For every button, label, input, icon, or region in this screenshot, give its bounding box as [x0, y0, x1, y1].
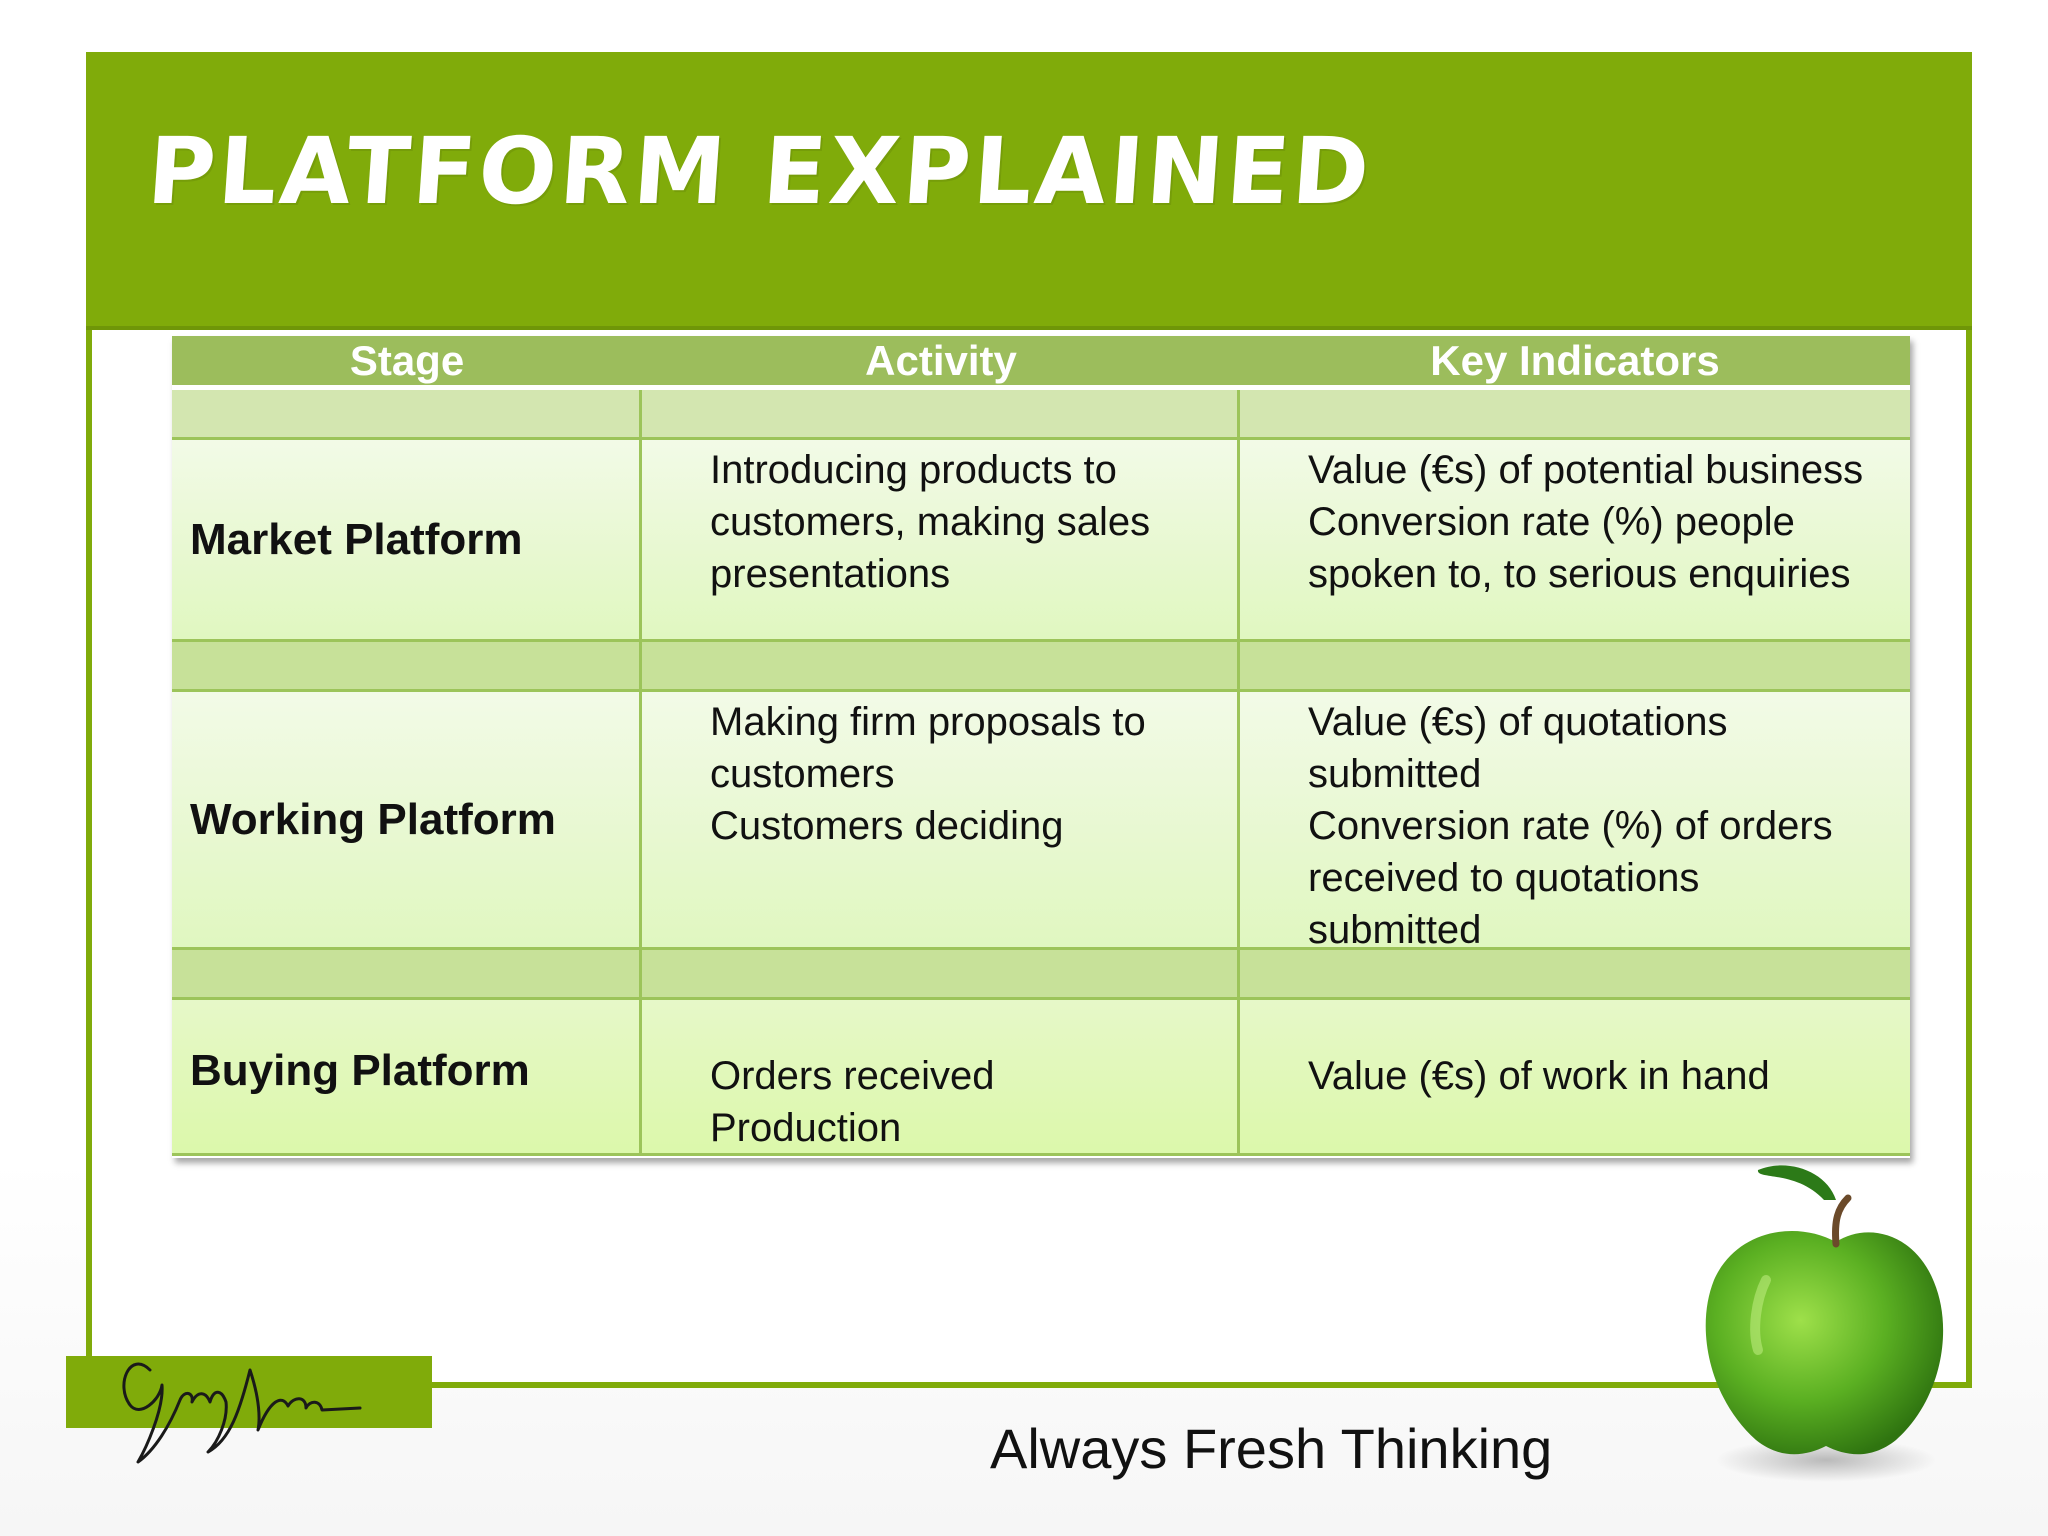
spacer-cell: [642, 642, 1240, 692]
activity-cell: Orders received Production: [642, 1000, 1240, 1156]
signature-logo: [122, 1362, 362, 1464]
indicator-line: received to quotations: [1308, 856, 1700, 900]
indicators-cell: Value (€s) of potential business Convers…: [1240, 440, 1910, 642]
spacer-cell: [642, 950, 1240, 1000]
activity-line: Customers deciding: [710, 804, 1064, 848]
stage-label: Market Platform: [190, 514, 523, 564]
indicator-line: Value (€s) of potential business: [1308, 448, 1864, 492]
stage-cell: Market Platform: [172, 440, 642, 642]
stage-label: Buying Platform: [190, 1046, 530, 1095]
spacer-cell: [1240, 390, 1910, 440]
tagline: Always Fresh Thinking: [990, 1417, 1553, 1480]
indicator-line: Conversion rate (%) people: [1308, 500, 1795, 544]
activity-cell: Making firm proposals to customers Custo…: [642, 692, 1240, 950]
indicator-line: Value (€s) of quotations: [1308, 700, 1728, 744]
title-band: [86, 52, 1972, 330]
slide-title: Platform Explained: [144, 118, 1376, 225]
indicator-line: submitted: [1308, 908, 1482, 952]
spacer-cell: [642, 390, 1240, 440]
activity-line: Production: [710, 1106, 902, 1150]
stage-label: Working Platform: [190, 794, 556, 844]
activity-line: Orders received: [710, 1054, 995, 1098]
signature-band: [66, 1356, 432, 1428]
indicators-cell: Value (€s) of work in hand: [1240, 1000, 1910, 1156]
spacer-cell: [172, 950, 642, 1000]
activity-line: Introducing products to: [710, 448, 1117, 492]
activity-line: presentations: [710, 552, 951, 596]
green-apple-icon: [1705, 1165, 1944, 1482]
indicator-line: Conversion rate (%) of orders: [1308, 804, 1833, 848]
indicators-cell: Value (€s) of quotations submitted Conve…: [1240, 692, 1910, 952]
activity-cell: Introducing products to customers, makin…: [642, 440, 1240, 642]
activity-line: Making firm proposals to: [710, 700, 1146, 744]
indicator-line: submitted: [1308, 752, 1482, 796]
stage-cell: Working Platform: [172, 692, 642, 950]
column-header-key-indicators: Key Indicators: [1240, 336, 1910, 390]
indicator-line: spoken to, to serious enquiries: [1308, 552, 1851, 596]
spacer-cell: [172, 642, 642, 692]
stage-cell: Buying Platform: [172, 1000, 642, 1156]
column-header-activity: Activity: [642, 336, 1240, 390]
spacer-cell: [1240, 642, 1910, 692]
platform-table: Stage Activity Key Indicators Market Pla…: [172, 336, 1910, 1158]
activity-line: customers: [710, 752, 895, 796]
spacer-cell: [1240, 950, 1910, 1000]
spacer-cell: [172, 390, 642, 440]
activity-line: customers, making sales: [710, 500, 1151, 544]
indicator-line: Value (€s) of work in hand: [1308, 1054, 1770, 1098]
column-header-stage: Stage: [172, 336, 642, 390]
